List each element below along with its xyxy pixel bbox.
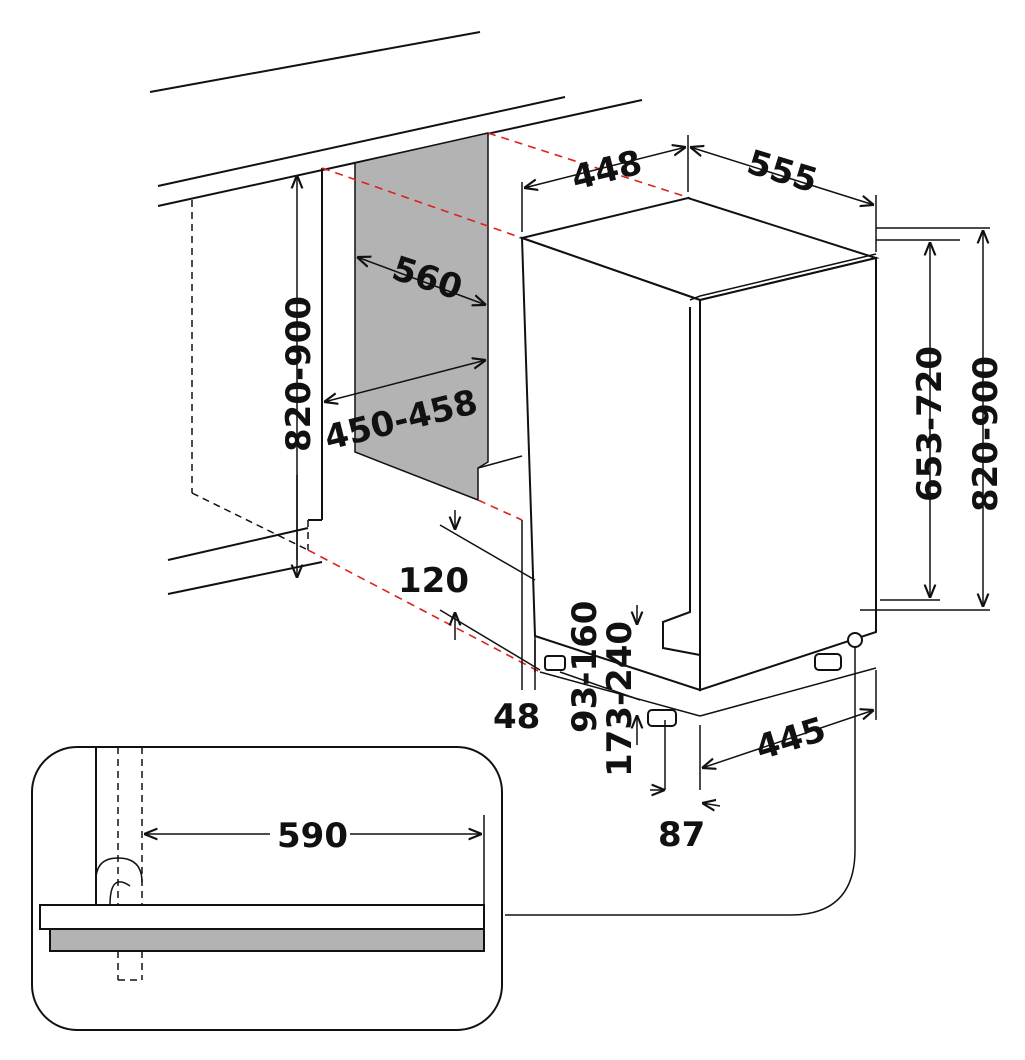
label-left-offset: 48 [493, 697, 540, 737]
label-appliance-height: 820-900 [966, 356, 1006, 512]
label-foot-height-a: 93-160 [565, 601, 605, 733]
label-foot-height-b: 173-240 [600, 621, 640, 777]
hidden-edges [307, 132, 691, 673]
dishwasher-body [518, 196, 880, 717]
label-door-offset: 87 [658, 815, 705, 855]
label-width-top: 448 [568, 143, 647, 199]
label-front-width: 445 [751, 710, 831, 769]
dimension-lines [297, 135, 990, 916]
label-detail-depth: 590 [277, 816, 348, 856]
label-plinth-gap: 120 [398, 561, 469, 601]
label-niche-height: 820-900 [279, 296, 319, 452]
label-depth-top: 555 [742, 142, 822, 201]
detail-inset [31, 746, 503, 1031]
label-body-height: 653-720 [910, 346, 950, 502]
